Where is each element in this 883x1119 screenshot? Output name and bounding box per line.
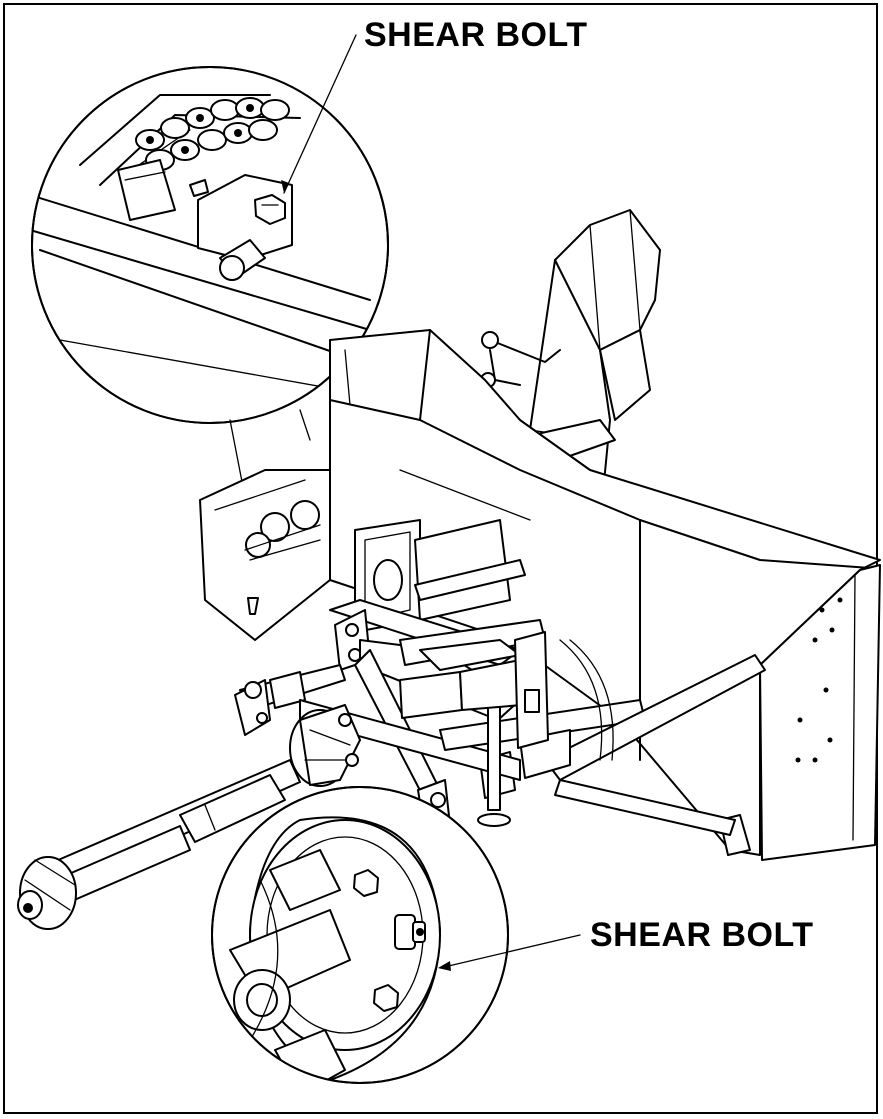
- shear-bolt-label-top: SHEAR BOLT: [364, 16, 588, 54]
- bottom-callout-arrow: [439, 934, 581, 969]
- shear-bolt-head-top: [254, 194, 286, 225]
- drive-chain: [135, 97, 290, 171]
- bottom-detail-inset: [211, 786, 509, 1084]
- shear-bolt-label-bottom: SHEAR BOLT: [590, 916, 814, 954]
- pto-driveshaft: [17, 704, 361, 930]
- snowblower-body: [199, 209, 881, 861]
- top-detail-inset: [31, 66, 389, 424]
- top-callout-arrow: [283, 34, 357, 194]
- right-end-plate: [759, 564, 881, 861]
